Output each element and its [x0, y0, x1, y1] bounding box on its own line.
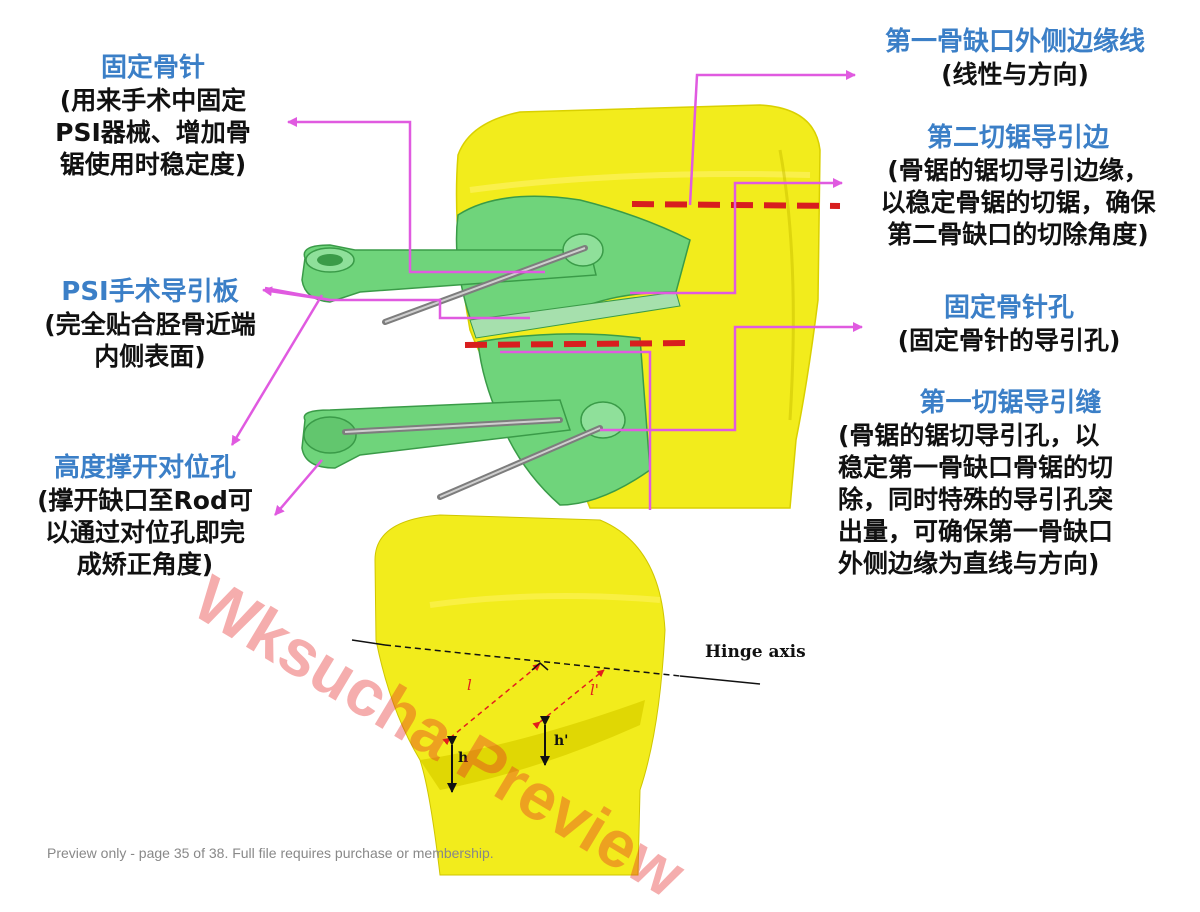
callout-height-hole-desc-3: 成矫正角度) [76, 550, 214, 580]
callout-pin-hole-title: 固定骨针孔 [943, 293, 1074, 323]
l-prime-measure [532, 669, 605, 730]
arrow-height-hole-1 [230, 294, 324, 446]
upper-3d-view [301, 104, 841, 509]
callout-guide-plate-desc-2: 内侧表面) [94, 342, 206, 372]
callout-first-slot-desc-1: (骨锯的锯切导引孔，以 [838, 421, 1100, 451]
callout-pin-desc-1: (用来手术中固定 [59, 86, 247, 116]
callout-height-hole-desc-1: (撑开缺口至Rod可 [37, 486, 253, 516]
callout-pin-desc-3: 锯使用时稳定度) [59, 150, 247, 180]
callout-second-guide-desc-3: 第二骨缺口的切除角度) [887, 220, 1149, 250]
lower-arm [301, 399, 572, 469]
callout-guide-plate-desc-1: (完全贴合胫骨近端 [44, 310, 256, 340]
callout-pin-desc-2: PSI器械、增加骨 [55, 118, 251, 148]
callout-pin-hole-desc-1: (固定骨针的导引孔) [897, 326, 1121, 356]
l-prime-label: l' [590, 681, 599, 699]
callout-pin-hole: 固定骨针孔 (固定骨针的导引孔) [868, 292, 1150, 357]
callout-height-hole-title: 高度撑开对位孔 [53, 453, 236, 483]
callout-second-guide-desc-2: 以稳定骨锯的切锯，确保 [880, 188, 1156, 218]
arrow-first-slot [500, 350, 652, 510]
callout-edge-line-desc-1: (线性与方向) [941, 60, 1089, 90]
h-prime-label: h' [554, 733, 568, 749]
callout-second-guide-title: 第二切锯导引边 [926, 123, 1109, 153]
callout-second-guide: 第二切锯导引边 (骨锯的锯切导引边缘， 以稳定骨锯的切锯，确保 第二骨缺口的切除… [848, 122, 1188, 251]
callout-guide-plate-title: PSI手术导引板 [61, 277, 239, 307]
callout-height-hole-desc-2: 以通过对位孔即完 [44, 518, 245, 548]
l-measure [442, 663, 541, 746]
cut-line-lower [464, 340, 691, 348]
arrow-pin [287, 117, 545, 274]
upper-arm [301, 244, 597, 303]
arrow-edge-line [688, 70, 856, 206]
callout-first-slot-title: 第一切锯导引缝 [919, 388, 1102, 418]
callout-first-slot-desc-2: 稳定第一骨缺口骨锯的切 [838, 453, 1114, 483]
callout-first-slot-desc-3: 除，同时特殊的导引孔突 [838, 485, 1114, 515]
hinge-axis-label: Hinge axis [705, 642, 806, 662]
callout-first-slot-desc-5: 外侧边缘为直线与方向) [838, 549, 1100, 579]
arrow-pin-hole [600, 322, 863, 432]
callout-first-slot-desc-4: 出量，可确保第一骨缺口 [838, 517, 1114, 547]
callout-arrows [230, 70, 863, 516]
callout-guide-plate: PSI手术导引板 (完全贴合胫骨近端 内侧表面) [10, 276, 290, 373]
callout-first-slot: 第一切锯导引缝 (骨锯的锯切导引孔，以 稳定第一骨缺口骨锯的切 除，同时特殊的导… [838, 387, 1183, 580]
callout-edge-line-title: 第一骨缺口外侧边缘线 [884, 27, 1145, 57]
arrow-second-guide [630, 178, 843, 295]
h-label: h [458, 750, 468, 766]
callout-edge-line: 第一骨缺口外侧边缘线 (线性与方向) [855, 26, 1175, 91]
hinge-axis-solid [351, 639, 386, 646]
callout-second-guide-desc-1: (骨锯的锯切导引边缘， [887, 156, 1149, 186]
callout-height-hole: 高度撑开对位孔 (撑开缺口至Rod可 以通过对位孔即完 成矫正角度) [10, 452, 280, 581]
arrow-height-hole-2 [274, 459, 323, 516]
callout-pin: 固定骨针 (用来手术中固定 PSI器械、增加骨 锯使用时稳定度) [22, 52, 284, 181]
lower-hinge-diagram: Hinge axis l l' h h' [351, 514, 806, 876]
l-label: l [467, 676, 472, 694]
preview-footer: Preview only - page 35 of 38. Full file … [47, 845, 494, 861]
callout-pin-title: 固定骨针 [100, 53, 205, 83]
